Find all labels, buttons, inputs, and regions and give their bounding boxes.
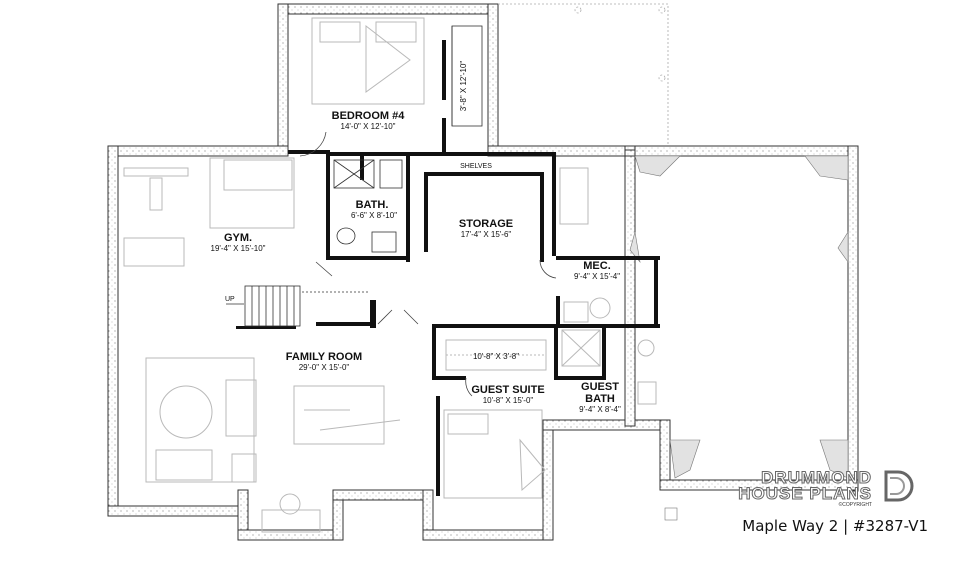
guest-bath-dim: 9'-4" X 8'-4" xyxy=(579,405,621,414)
family-name: FAMILY ROOM xyxy=(286,351,362,363)
bath-name: BATH. xyxy=(356,199,389,211)
interior-walls xyxy=(236,40,660,496)
garage-slab xyxy=(629,155,849,521)
deck-outline xyxy=(498,3,669,146)
plan-caption: Maple Way 2 | #3287-V1 xyxy=(742,517,928,535)
brand-logo-icon xyxy=(884,470,914,502)
shelves-label: SHELVES xyxy=(460,163,492,170)
bedroom4-dim: 14'-0" X 12'-10" xyxy=(341,122,396,131)
bath-dim: 6'-6" X 8'-10" xyxy=(351,211,397,220)
brand-block: DRUMMOND HOUSE PLANS ©COPYRIGHT xyxy=(738,468,872,509)
guest-bath-name: GUEST xyxy=(581,381,619,393)
doors xyxy=(299,131,557,397)
stairs-up-label: UP xyxy=(225,296,235,303)
gym-dim: 19'-4" X 15'-10" xyxy=(211,244,266,253)
guest-bath-name2: BATH xyxy=(585,393,615,405)
brand-copyright: ©COPYRIGHT xyxy=(838,502,872,508)
guest-closet-dim: 10'-8" X 3'-8" xyxy=(473,352,519,361)
closet-dim: 3'-8" X 12'-10" xyxy=(459,61,468,112)
furniture xyxy=(123,17,657,533)
foundation-walls xyxy=(107,3,859,541)
gym-name: GYM. xyxy=(224,232,252,244)
bath-fixtures xyxy=(333,25,483,253)
storage-name: STORAGE xyxy=(459,218,513,230)
guest-suite-dim: 10'-8" X 15'-0" xyxy=(483,396,534,405)
bedroom4-name: BEDROOM #4 xyxy=(332,110,406,122)
brand-line1: DRUMMOND xyxy=(761,468,872,487)
family-dim: 29'-0" X 15'-0" xyxy=(299,363,350,372)
mec-dim: 9'-4" X 15'-4" xyxy=(574,272,620,281)
brand-line2: HOUSE PLANS xyxy=(738,484,872,503)
guest-suite-name: GUEST SUITE xyxy=(471,384,544,396)
storage-dim: 17'-4" X 15'-6" xyxy=(461,230,512,239)
mec-name: MEC. xyxy=(583,260,611,272)
stairs xyxy=(226,285,370,327)
